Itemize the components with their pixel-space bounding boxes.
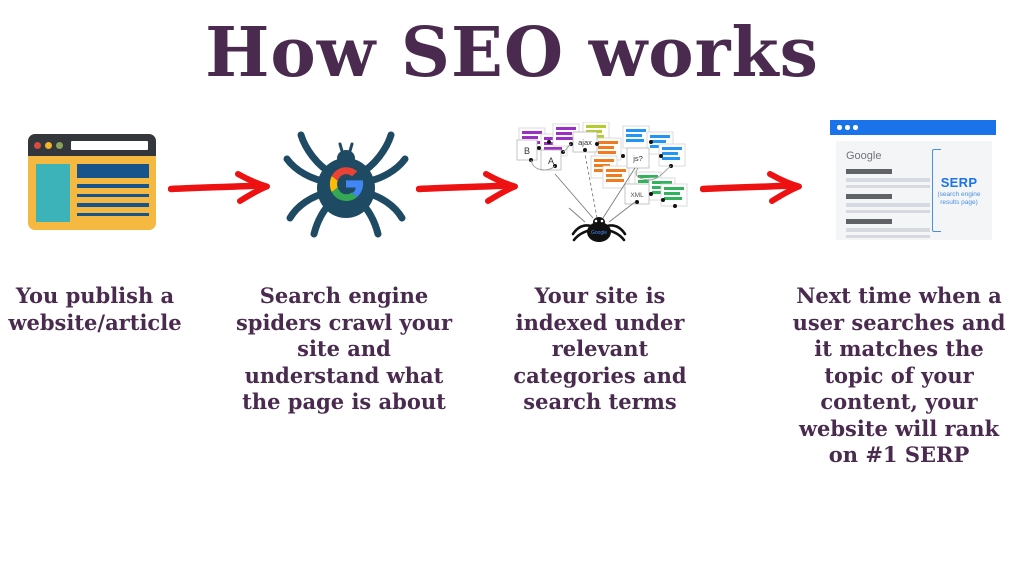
article-text-line [77,203,149,207]
browser-window-icon [28,134,156,230]
serp-titlebar [830,120,996,135]
result-title-bar [846,169,892,174]
window-dot-icon [853,125,858,130]
serp-results-list: Google [836,141,930,240]
sidebar-block [36,164,70,222]
bracket-icon [932,149,941,232]
article-block [77,164,149,222]
serp-result-item [846,194,930,213]
close-dot-icon [34,141,41,149]
right-arrow-icon [415,171,518,204]
step-icon-crawl [262,112,430,252]
browser-titlebar [28,134,156,156]
index-node-label: B [524,146,530,156]
browser-content [28,156,156,230]
result-text-line [846,228,930,232]
article-heading-block [77,164,149,178]
index-node-label: js? [632,154,643,163]
index-node-label: ajax [578,138,592,147]
index-node-label: XML [630,192,644,199]
process-flow-row: B A ajax js? XML [0,112,1024,252]
address-bar [71,140,148,150]
minimize-dot-icon [45,141,52,149]
step-icon-publish [8,112,176,252]
step-icon-index: B A ajax js? XML [505,112,695,252]
serp-brand-label: Google [846,150,882,162]
crawl-index-diagram-icon: B A ajax js? XML [516,122,688,242]
crawler-spider-label: Google [591,230,607,236]
serp-result-item [846,219,930,238]
google-spider-icon [283,131,409,238]
index-node-label: A [548,156,554,166]
step-icon-rank: Google [818,112,1008,252]
arrow-crawl-to-index [415,170,528,204]
maximize-dot-icon [56,141,63,149]
window-dot-icon [845,125,850,130]
serp-acronym-label: SERP [940,174,978,190]
result-text-line [846,209,930,213]
right-arrow-icon [167,171,270,204]
arrow-publish-to-crawl [167,170,280,204]
result-title-bar [846,219,892,224]
crawler-spider-icon: Google [571,217,627,242]
article-text-line [77,193,149,197]
result-title-bar [846,194,892,199]
serp-result-item [846,169,930,188]
result-text-line [846,184,930,188]
result-text-line [846,234,930,238]
arrow-index-to-rank [699,170,812,204]
result-text-line [846,178,930,182]
article-text-line [77,184,149,188]
result-text-line [846,203,930,207]
right-arrow-icon [699,171,802,204]
serp-content: Google [836,141,992,240]
page-title: How SEO works [205,13,819,93]
serp-browser-icon: Google [830,120,996,244]
window-dot-icon [837,125,842,130]
article-text-line [77,212,149,216]
